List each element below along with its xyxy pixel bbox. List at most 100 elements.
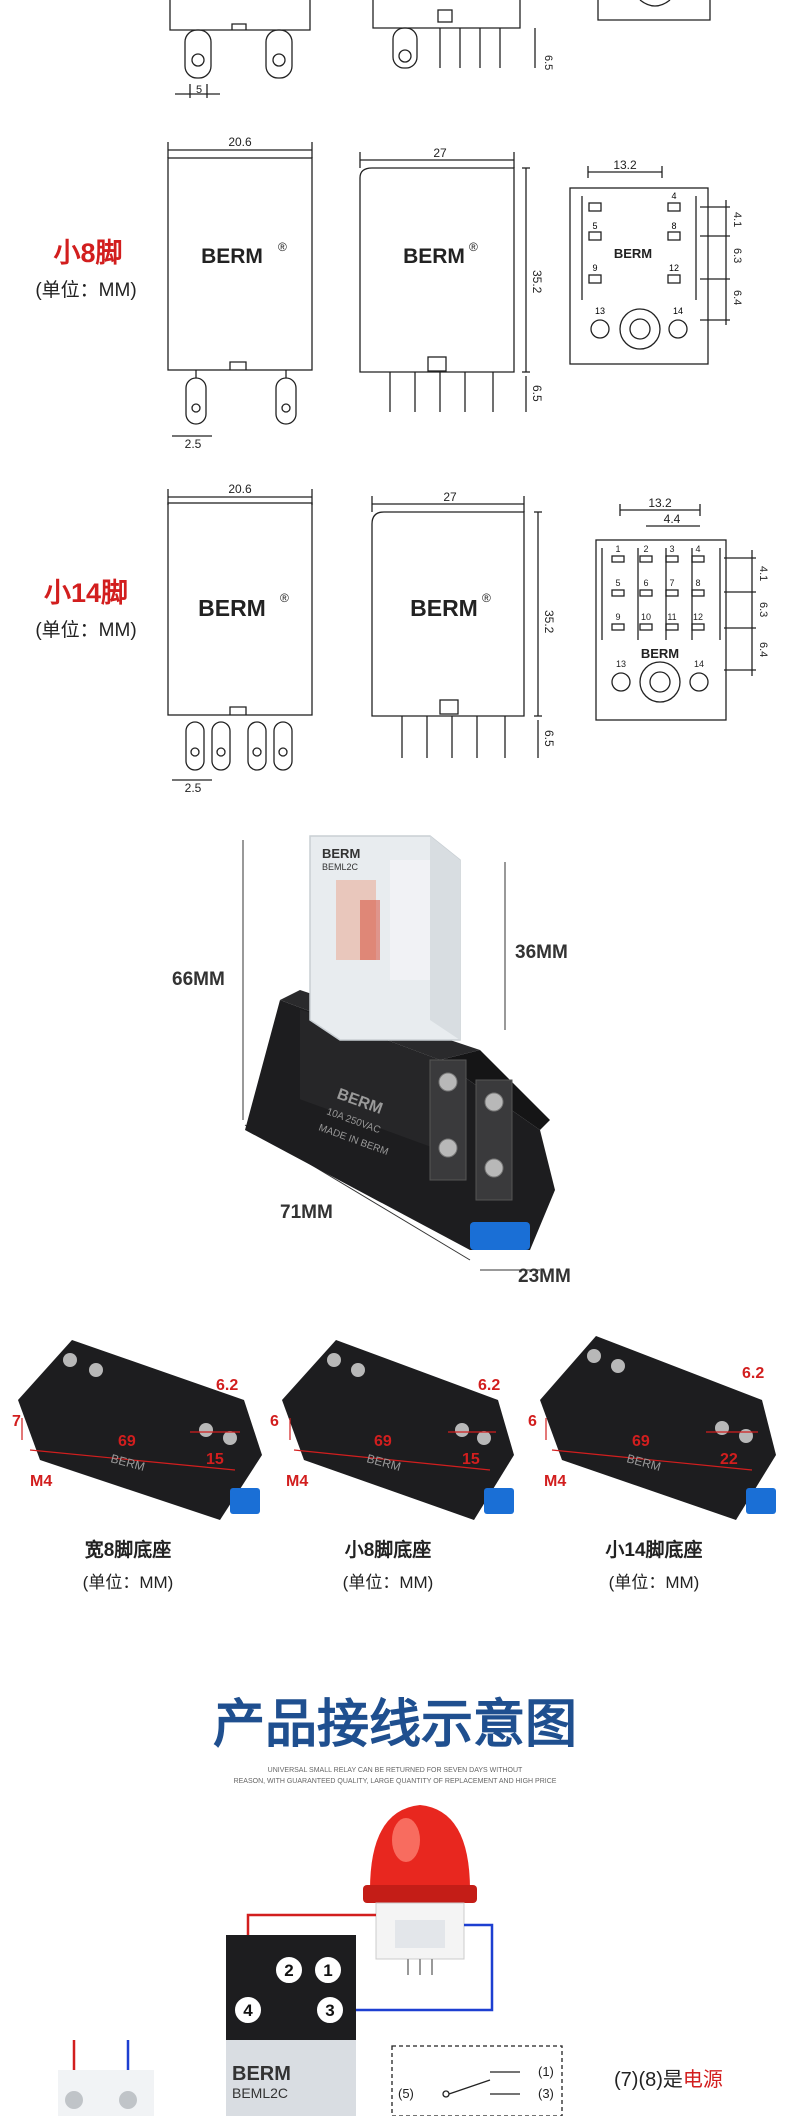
- row-3-front-width: 20.6: [228, 482, 252, 496]
- base-2-left: 6: [270, 1413, 279, 1430]
- row-3-side-width: 27: [443, 490, 457, 504]
- row-2-pin-13: 13: [595, 306, 605, 316]
- row-3-base-inner: 4.4: [664, 512, 681, 526]
- base-1-unit: (单位：MM): [83, 1573, 174, 1592]
- base-2-top: 6.2: [478, 1377, 500, 1394]
- row-1-drawings: [169, 0, 711, 98]
- base-3-top: 6.2: [742, 1365, 764, 1382]
- base-1-left: 7: [12, 1413, 21, 1430]
- row-3-v1: 4.1: [757, 566, 769, 581]
- row-2-title: 小8脚: [53, 238, 122, 268]
- base-1-top: 6.2: [216, 1377, 238, 1394]
- row-2-pin-pitch: 2.5: [185, 437, 202, 451]
- row-2-front-view: [167, 142, 313, 437]
- socket-base-1: [18, 1340, 262, 1520]
- row-3-pin-7: 7: [669, 578, 674, 588]
- socket-base-2: [282, 1340, 514, 1520]
- warning-lamp: [363, 1805, 477, 1975]
- terminal-3: 3: [325, 2001, 334, 2020]
- wiring-note: (7)(8)是电源: [614, 2068, 723, 2091]
- base-3-unit: (单位：MM): [609, 1573, 700, 1592]
- row-3-pin-pitch: 2.5: [185, 781, 202, 795]
- base-3-right: 22: [720, 1451, 738, 1468]
- row-3-pin-2: 2: [643, 544, 648, 554]
- terminal-4: 4: [243, 2001, 253, 2020]
- row-3-pin-height: 6.5: [542, 730, 556, 747]
- relay-model: BEML2C: [322, 862, 359, 872]
- row-2-pin-12: 12: [669, 263, 679, 273]
- terminal-2: 2: [284, 1961, 293, 1980]
- row-2-unit: (单位：MM): [35, 279, 136, 301]
- row-3-v2: 6.3: [757, 602, 769, 617]
- relay-brand: BERM: [322, 846, 360, 861]
- contact-3: (3): [538, 2086, 554, 2101]
- base-1-screw: M4: [30, 1473, 52, 1490]
- contact-5: (5): [398, 2086, 414, 2101]
- socket-base-3: [540, 1336, 776, 1520]
- row-2-side-width: 27: [433, 146, 447, 160]
- dim-depth: 23MM: [518, 1266, 571, 1287]
- row-3-pin-5: 5: [615, 578, 620, 588]
- row-3-front-reg: ®: [280, 591, 289, 605]
- dim-total-height: 66MM: [172, 969, 225, 990]
- row-3-pin-4: 4: [695, 544, 700, 554]
- row-2-pin-4: 4: [671, 191, 676, 201]
- wiring-note-highlight: 电源: [683, 2068, 723, 2091]
- row-3-pin-13: 13: [616, 659, 626, 669]
- base-3-screw: M4: [544, 1473, 566, 1490]
- row-3-pin-14: 14: [694, 659, 704, 669]
- row-2-front-brand: BERM: [201, 245, 263, 268]
- row-2-v3: 6.4: [731, 290, 743, 305]
- row-3-pin-11: 11: [667, 612, 676, 622]
- row-2-base-width: 13.2: [613, 158, 637, 172]
- dim-relay-height: 36MM: [515, 942, 568, 963]
- row-3-v3: 6.4: [757, 642, 769, 657]
- base-1-mid: 69: [118, 1433, 136, 1450]
- row-2-front-reg: ®: [278, 240, 287, 254]
- row-2-pin-height: 6.5: [530, 385, 544, 402]
- row-2-base-view: [569, 166, 730, 365]
- row-2-pin-9: 9: [592, 263, 597, 273]
- base-2-right: 15: [462, 1451, 480, 1468]
- contact-schematic: [391, 2045, 563, 2116]
- row-3-side-brand: BERM: [410, 595, 478, 621]
- dim-length: 71MM: [280, 1202, 333, 1223]
- row-3-pin-3: 3: [669, 544, 674, 554]
- wiring-relay-model: BEML2C: [232, 2085, 288, 2101]
- row-2-side-brand: BERM: [403, 245, 465, 268]
- contact-1: (1): [538, 2064, 554, 2079]
- row-3-height: 35.2: [542, 610, 556, 634]
- row-3-front-brand: BERM: [198, 595, 266, 621]
- row-2-height: 35.2: [530, 270, 544, 294]
- row-2-side-reg: ®: [469, 240, 478, 254]
- row-1-side-height: 6.5: [542, 55, 554, 70]
- base-2-screw: M4: [286, 1473, 308, 1490]
- row-2-side-view: [359, 152, 530, 412]
- row-2-pin-5: 5: [592, 221, 597, 231]
- wiring-note-prefix: (7)(8)是: [614, 2069, 683, 2091]
- row-3-pin-9: 9: [615, 612, 620, 622]
- base-3-name: 小14脚底座: [605, 1538, 702, 1561]
- row-1-pin-pitch: 5: [196, 84, 202, 96]
- row-2-v1: 4.1: [731, 212, 743, 227]
- wiring-title: 产品接线示意图: [213, 1696, 577, 1754]
- relay-photo: [242, 835, 555, 1271]
- row-2-pin-8: 8: [671, 221, 676, 231]
- terminal-1: 1: [323, 1961, 332, 1980]
- row-3-base-brand: BERM: [641, 646, 679, 661]
- row-3-base-view: [595, 504, 756, 721]
- row-3-base-width: 13.2: [648, 496, 672, 510]
- row-3-pin-8: 8: [695, 578, 700, 588]
- row-3-side-view: [371, 496, 542, 758]
- row-3-pin-6: 6: [643, 578, 648, 588]
- base-1-right: 15: [206, 1451, 224, 1468]
- row-2-pin-14: 14: [673, 306, 683, 316]
- row-2-front-width: 20.6: [228, 135, 252, 149]
- row-3-pin-10: 10: [641, 612, 651, 622]
- wiring-relay-brand: BERM: [232, 2063, 291, 2085]
- row-3-title: 小14脚: [44, 578, 128, 608]
- row-3-unit: (单位：MM): [35, 619, 136, 641]
- base-3-left: 6: [528, 1413, 537, 1430]
- wiring-subtitle-2: REASON, WITH GUARANTEED QUALITY, LARGE Q…: [234, 1778, 557, 1785]
